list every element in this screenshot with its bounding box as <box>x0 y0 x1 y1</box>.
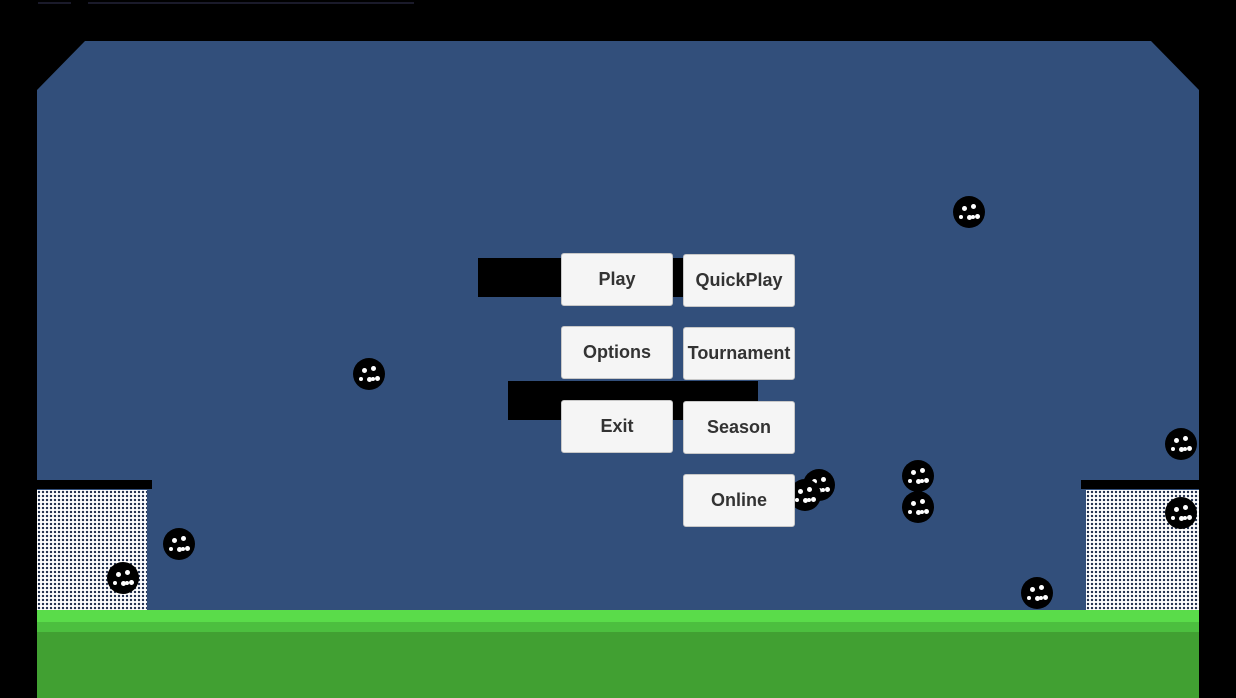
options-button[interactable]: Options <box>561 326 673 379</box>
left-goal-crossbar <box>37 480 152 489</box>
ball-1 <box>953 196 985 228</box>
ball-7 <box>902 491 934 523</box>
tournament-button[interactable]: Tournament <box>683 327 795 380</box>
right-goal-net <box>1086 490 1199 610</box>
ball-2 <box>353 358 385 390</box>
grass-field <box>37 632 1199 698</box>
right-goal-crossbar <box>1081 480 1199 489</box>
season-button[interactable]: Season <box>683 401 795 454</box>
top-bar-left <box>38 2 71 4</box>
play-button[interactable]: Play <box>561 253 673 306</box>
ball-8 <box>1165 497 1197 529</box>
ball-3 <box>1165 428 1197 460</box>
grass-highlight <box>37 610 1199 622</box>
ball-11 <box>1021 577 1053 609</box>
ball-9 <box>163 528 195 560</box>
ball-10 <box>107 562 139 594</box>
quickplay-button[interactable]: QuickPlay <box>683 254 795 307</box>
top-bar-right <box>88 2 414 4</box>
exit-button[interactable]: Exit <box>561 400 673 453</box>
ball-6 <box>902 460 934 492</box>
online-button[interactable]: Online <box>683 474 795 527</box>
grass-mid <box>37 622 1199 632</box>
